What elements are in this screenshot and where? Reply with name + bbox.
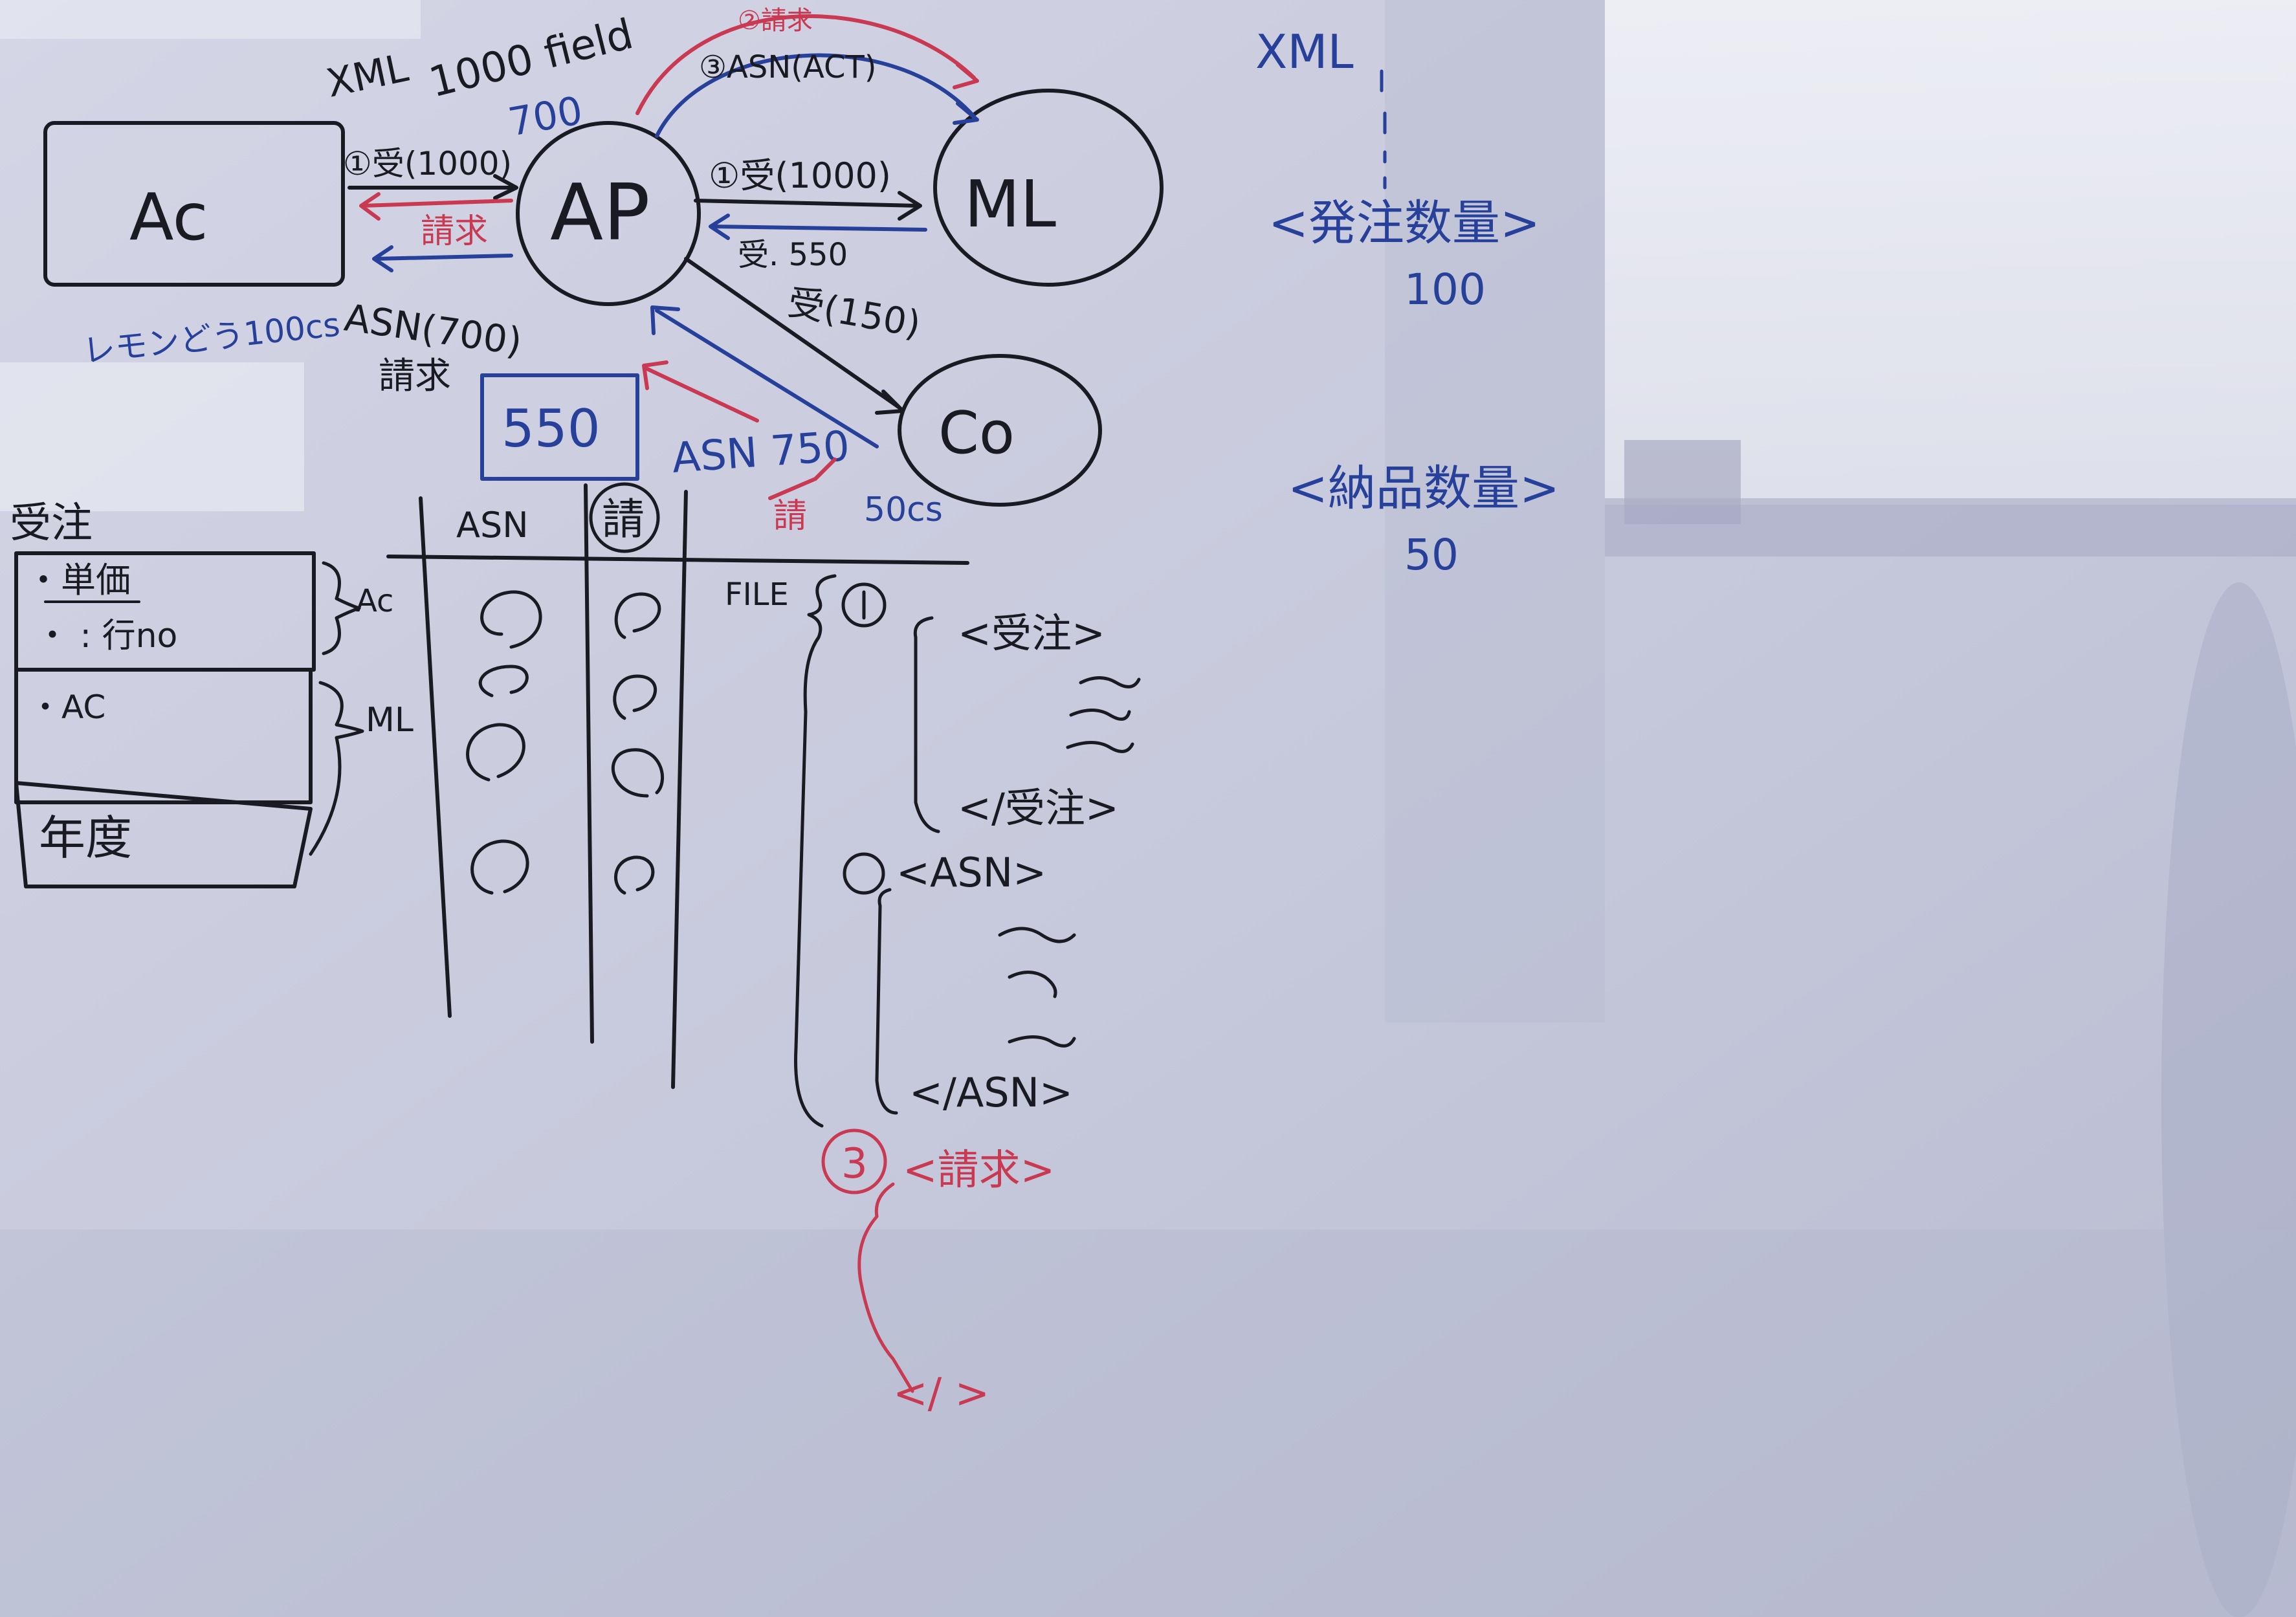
order-qty-val: 100 xyxy=(1404,265,1486,314)
reflection-floor xyxy=(0,1229,2296,1617)
item2-close: </ASN> xyxy=(909,1069,1073,1116)
file-brace xyxy=(794,574,837,1128)
inv-row1-mark xyxy=(614,592,661,639)
ml-node-circle xyxy=(933,89,1164,287)
invoice-below-label: 請求 xyxy=(379,355,451,397)
unit-price-label: ・単価 xyxy=(26,560,131,600)
item1-squiggle-3 xyxy=(1066,741,1134,753)
asn-row3-mark xyxy=(466,723,525,782)
window-reflection-left xyxy=(0,362,304,511)
ac-node-label: Ac xyxy=(129,179,208,255)
reflection-skyline xyxy=(1605,498,2296,556)
table-col-line-1 xyxy=(419,496,452,1018)
arc-asn-blue xyxy=(655,53,976,138)
item2-num: ② xyxy=(844,886,845,887)
order-1000-left-label: ①受(1000) xyxy=(343,145,512,182)
ac-node-box xyxy=(43,121,345,287)
col-asn-label: ASN xyxy=(456,505,529,545)
box-550 xyxy=(480,373,639,481)
item2-squiggle-1 xyxy=(998,927,1076,943)
arrow-ap-to-co xyxy=(684,257,905,415)
asn-act-label: ③ASN(ACT) xyxy=(699,49,877,85)
file-label: FILE xyxy=(725,577,789,613)
order-qty-tag: <発注数量> xyxy=(1268,195,1540,251)
arc-invoice-red xyxy=(635,14,976,115)
order-1000-right-label: ①受(1000) xyxy=(709,155,891,196)
check-red xyxy=(768,457,837,500)
order-box-ac xyxy=(14,668,313,804)
item3-close: </ > xyxy=(893,1370,989,1418)
cs50-label: 50cs xyxy=(864,490,943,529)
item2-squiggle-3 xyxy=(1008,1035,1076,1048)
item1-num: ① xyxy=(844,617,845,619)
arrow-ap-to-ml xyxy=(694,191,922,221)
inv-row4-mark xyxy=(614,855,655,895)
arc-invoice-red-head xyxy=(953,63,979,89)
brace-ac xyxy=(322,561,361,655)
ac-row-label: ・AC xyxy=(29,688,105,726)
col-invoice-label: 請 xyxy=(602,494,645,544)
item2-brace xyxy=(875,888,898,1115)
inv-row3-mark xyxy=(611,748,664,798)
order-heading: 受注 xyxy=(10,500,93,547)
col-invoice-circle xyxy=(589,482,660,553)
item1-squiggle-1 xyxy=(1079,676,1141,688)
asn-row2-mark xyxy=(478,665,529,698)
delivery-qty-tag: <納品数量> xyxy=(1288,461,1560,516)
reflection-pillar xyxy=(1385,0,1605,1022)
item2-circle xyxy=(843,852,885,895)
item3-brace xyxy=(857,1182,914,1393)
ml-node-label: ML xyxy=(964,166,1056,242)
item2-open: <ASN> xyxy=(896,849,1046,896)
item1-circle xyxy=(841,582,887,628)
co-node-label: Co xyxy=(938,399,1015,467)
red-invoice-top-label: ②請求 xyxy=(738,6,813,36)
invoice-left-label: 請求 xyxy=(421,212,488,251)
item1-squiggle-2 xyxy=(1069,709,1131,721)
window-reflection-right xyxy=(1605,0,2296,505)
arrow-co-to-ap-blue xyxy=(650,305,879,448)
reflection-person xyxy=(2161,582,2296,1617)
item1-open: <受注> xyxy=(958,610,1105,657)
arc-asn-blue-head xyxy=(953,102,979,125)
table-header-line xyxy=(386,555,969,565)
invoice-red-small-label: 請 xyxy=(773,497,807,536)
ap-node-label: AP xyxy=(550,168,650,258)
arrow-ac-to-ap-head xyxy=(493,174,518,200)
inv-row2-mark xyxy=(613,674,657,720)
window-reflection-top xyxy=(0,0,421,39)
table-col-line-3 xyxy=(671,490,688,1089)
arrow-ap-to-ac-red xyxy=(359,192,513,221)
item1-close: </受注> xyxy=(958,784,1119,831)
vertical-dots xyxy=(1380,69,1387,190)
ap-node-circle xyxy=(516,121,701,306)
arrow-ap-to-ac-blue xyxy=(372,245,513,272)
arrow-co-to-ap-red xyxy=(642,360,759,423)
arrow-ml-to-ap-blue xyxy=(709,214,927,240)
asn-row1-mark xyxy=(480,590,542,649)
shipped-550-label: 受. 550 xyxy=(738,237,848,273)
row-count-label: ・ : 行no xyxy=(36,617,177,655)
order-box-year xyxy=(14,781,313,888)
box-550-label: 550 xyxy=(502,399,601,459)
delivery-qty-val: 50 xyxy=(1404,530,1459,580)
brace-ml-label: ML xyxy=(366,701,414,740)
xml-right-label: XML xyxy=(1255,25,1354,79)
asn-row4-mark xyxy=(470,839,529,895)
item3-num: 3 xyxy=(841,1140,868,1188)
table-col-line-2 xyxy=(584,483,594,1044)
fiscal-year-label: 年度 xyxy=(39,811,132,865)
brace-ac-label: Ac xyxy=(356,583,393,619)
item2-squiggle-2 xyxy=(1008,971,1057,998)
item3-circle xyxy=(821,1128,887,1194)
item1-brace xyxy=(913,616,940,833)
brace-ml xyxy=(309,681,364,856)
item3-open: <請求> xyxy=(903,1147,1055,1194)
co-node-circle xyxy=(898,354,1102,507)
